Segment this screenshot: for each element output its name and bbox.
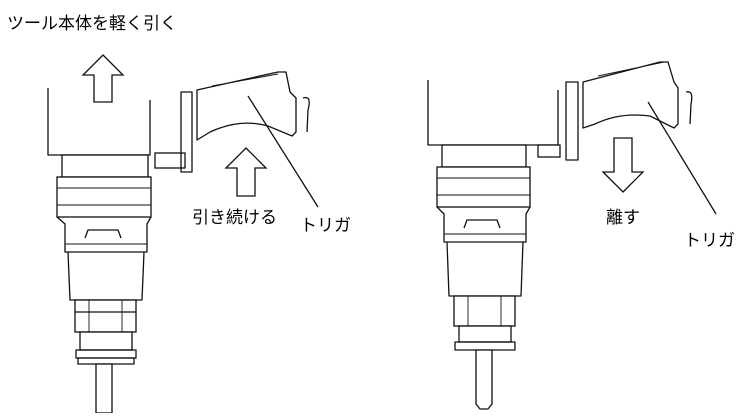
left-trigger-bracket xyxy=(180,91,193,173)
right-lower-nose xyxy=(446,241,524,297)
right-tool xyxy=(427,61,693,410)
right-collar xyxy=(458,325,512,343)
trigger-up-arrow xyxy=(224,147,268,197)
left-lower-nose xyxy=(67,251,145,301)
left-trigger xyxy=(196,71,297,141)
left-trigger-leader xyxy=(247,95,319,208)
right-trigger-bracket xyxy=(565,81,579,161)
right-small-block xyxy=(537,144,561,158)
release-label: 離す xyxy=(606,208,640,228)
left-nut xyxy=(56,176,152,218)
left-hex-nut xyxy=(74,299,137,333)
release-down-arrow xyxy=(601,137,645,193)
left-collar xyxy=(79,331,133,351)
right-nut xyxy=(436,166,531,208)
right-neck xyxy=(441,144,527,168)
left-neck xyxy=(61,154,149,178)
left-nose-body xyxy=(56,216,152,253)
right-mandrel xyxy=(475,349,493,410)
right-hex-nut xyxy=(453,295,516,327)
left-mandrel xyxy=(95,363,113,414)
right-trigger xyxy=(582,61,679,129)
right-trigger-leader xyxy=(647,101,717,215)
right-housing xyxy=(427,80,559,146)
left-tool xyxy=(47,71,310,414)
right-nose-body xyxy=(436,206,531,243)
trigger-left-label: トリガ xyxy=(300,216,351,236)
trigger-right-label: トリガ xyxy=(684,231,735,251)
pull-up-arrow xyxy=(81,54,125,103)
keep-pulling-label: 引き続ける xyxy=(192,208,277,228)
left-small-block xyxy=(154,152,186,169)
pull-tool-label: ツール本体を軽く引く xyxy=(7,14,177,34)
